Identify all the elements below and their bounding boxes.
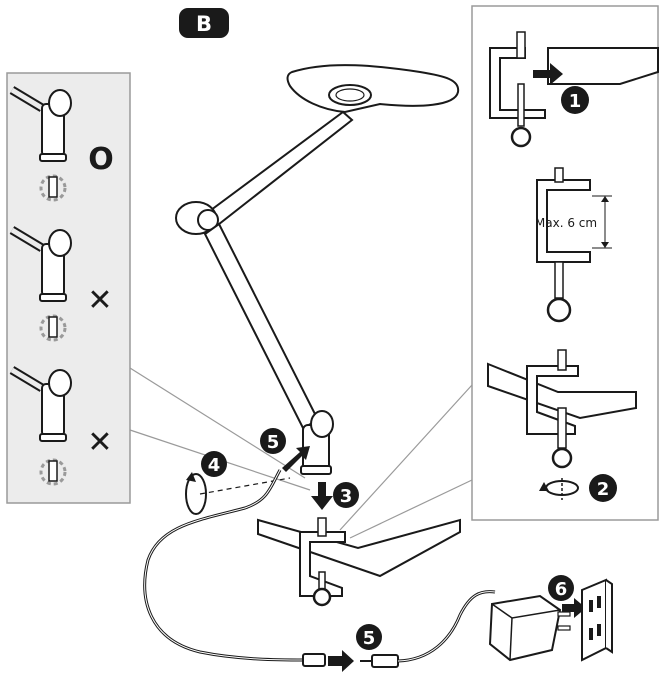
orientation-row-wrong-2: ✕ bbox=[9, 366, 113, 486]
wall-socket bbox=[581, 578, 613, 662]
step-badge-5-arm: 5 bbox=[260, 428, 286, 454]
svg-text:2: 2 bbox=[597, 479, 610, 500]
section-badge: B bbox=[179, 8, 229, 38]
adapter-cable bbox=[360, 590, 496, 668]
svg-text:4: 4 bbox=[208, 455, 221, 476]
rotation-arrow-icon bbox=[185, 472, 207, 515]
correct-orientation-mark: O bbox=[88, 142, 114, 177]
lamp-light-window bbox=[328, 84, 372, 106]
lamp-cable bbox=[143, 469, 326, 667]
step-badge-6: 6 bbox=[548, 575, 574, 601]
clamp-limit-label: Max. 6 cm bbox=[535, 216, 597, 230]
step-badge-4: 4 bbox=[201, 451, 227, 477]
step-badge-3: 3 bbox=[333, 482, 359, 508]
orientation-row-wrong-1: ✕ bbox=[9, 226, 113, 342]
svg-text:1: 1 bbox=[569, 91, 582, 112]
clamp-max-opening-illustration: Max. 6 cm bbox=[535, 167, 612, 323]
clamp-tighten-illustration: 2 bbox=[487, 349, 637, 502]
orientation-panel: O ✕ ✕ bbox=[6, 72, 131, 504]
svg-text:5: 5 bbox=[363, 628, 376, 649]
clamp-panel: 1 Max. 6 cm bbox=[471, 5, 659, 521]
rotation-axis bbox=[199, 477, 291, 495]
wrong-orientation-mark-1: ✕ bbox=[87, 283, 112, 318]
clamp-insert-illustration: 1 bbox=[489, 31, 659, 148]
svg-text:3: 3 bbox=[340, 486, 353, 507]
step-badge-1: 1 bbox=[561, 86, 589, 114]
desk-lamp: 4 5 3 bbox=[175, 64, 460, 515]
power-adapter bbox=[488, 594, 571, 662]
step-badge-5-cable: 5 bbox=[356, 624, 382, 650]
zoom-connector-right bbox=[339, 384, 473, 539]
insert-arrow-icon bbox=[311, 482, 333, 510]
lamp-lower-arm bbox=[203, 222, 320, 430]
lamp-base-joint bbox=[300, 410, 334, 475]
svg-text:5: 5 bbox=[267, 432, 280, 453]
lamp-elbow-joint bbox=[175, 201, 219, 235]
orientation-row-correct: O bbox=[9, 86, 114, 202]
wrong-orientation-mark-2: ✕ bbox=[87, 425, 112, 460]
plug-in-arrow-icon bbox=[562, 598, 586, 618]
step-badge-2: 2 bbox=[589, 474, 617, 502]
base-clamp-on-table bbox=[257, 517, 461, 607]
lamp-upper-arm bbox=[201, 110, 354, 230]
connect-arm-arrow-icon bbox=[282, 446, 310, 472]
connect-cable-arrow-icon bbox=[328, 650, 354, 672]
lamp-head bbox=[286, 64, 460, 114]
svg-text:6: 6 bbox=[555, 579, 568, 600]
section-label: B bbox=[196, 12, 212, 36]
